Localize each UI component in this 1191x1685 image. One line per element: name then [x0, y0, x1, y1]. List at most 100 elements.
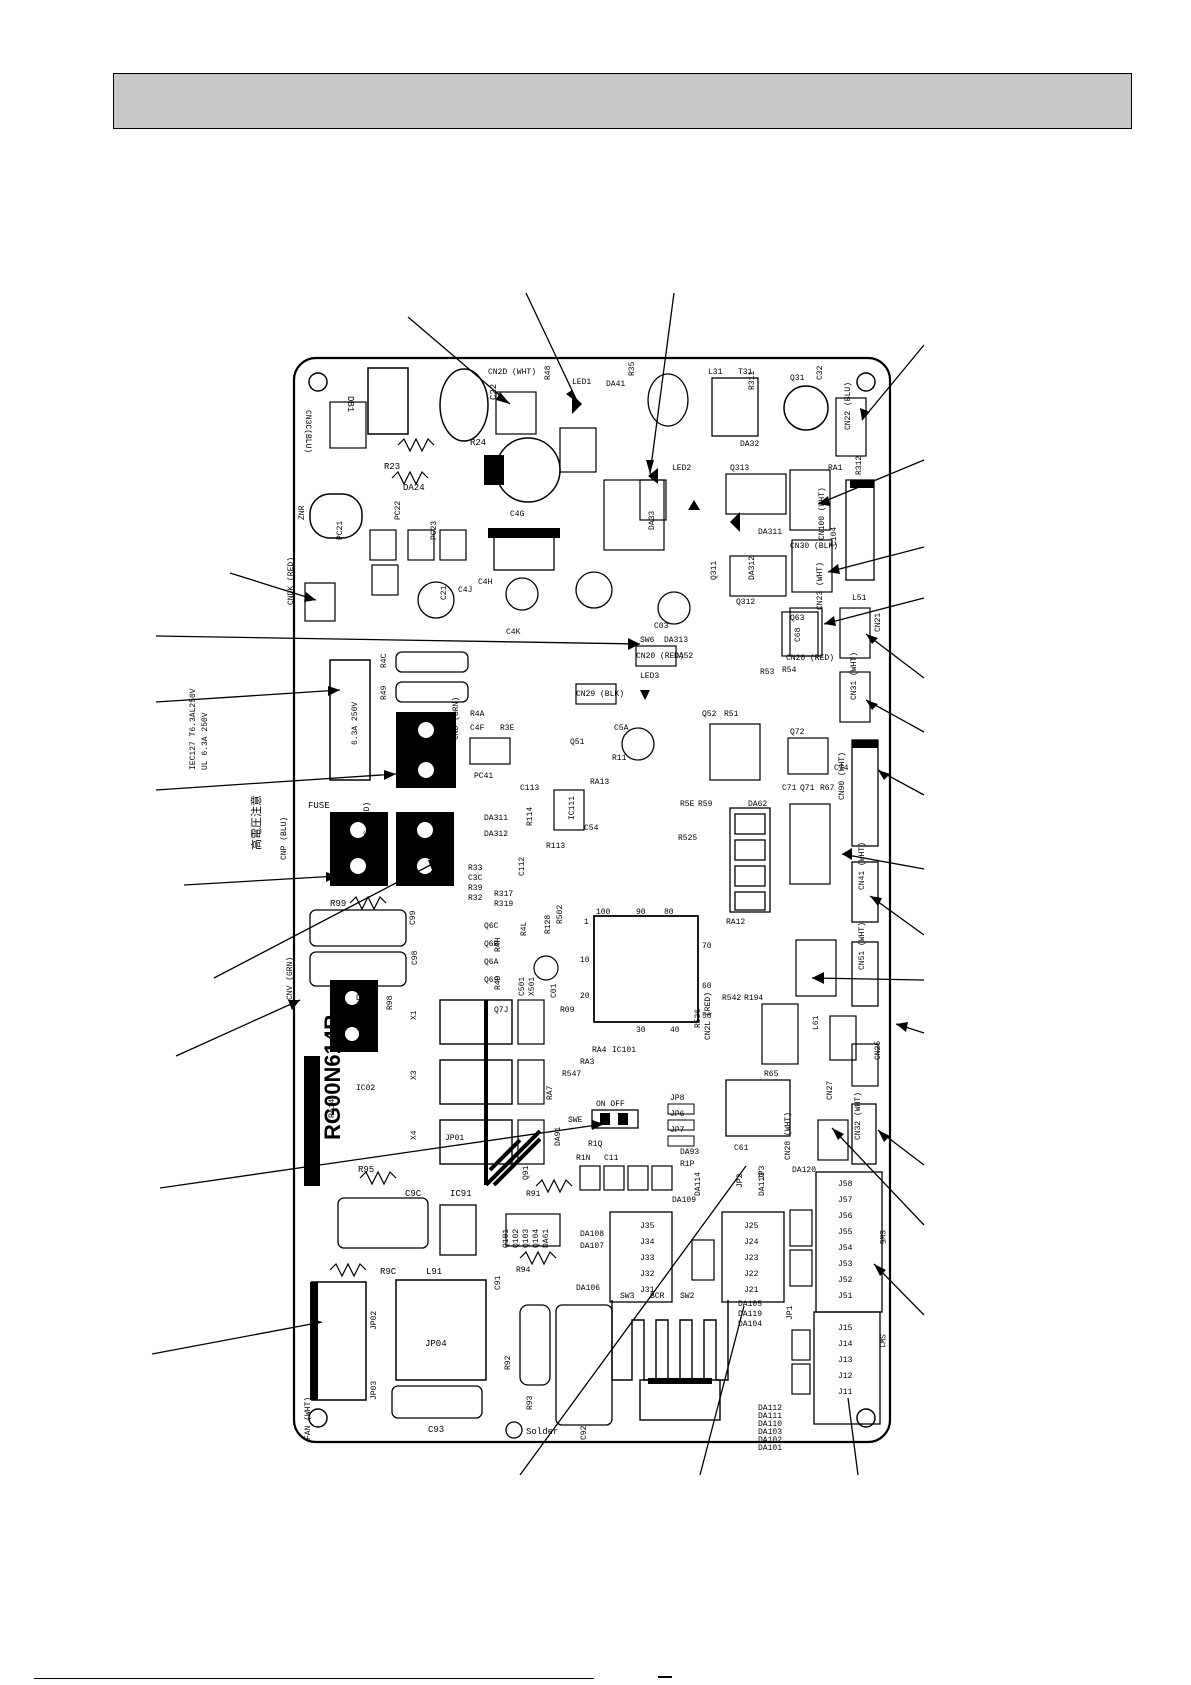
r99-label: R99 [330, 899, 346, 909]
jp01-label: JP01 [445, 1134, 464, 1143]
cn100-label: CN100 (WHT) [818, 487, 827, 540]
sw2-label: SW2 [680, 1292, 695, 1301]
c4k-label: C4K [506, 628, 521, 637]
r95-label: R95 [358, 1165, 374, 1175]
q311-label: Q311 [710, 561, 719, 580]
sw3-label: SW3 [620, 1292, 635, 1301]
swe-on-off: ON OFF [596, 1100, 625, 1109]
chip-pin-90: 90 [636, 908, 646, 917]
sw3-j34: J34 [640, 1238, 655, 1247]
cn3c-label: CN3C(BLU) [303, 410, 312, 453]
da313-label: DA313 [664, 636, 688, 645]
jp8-label: JP8 [670, 1094, 685, 1103]
sw1-diode-da111: DA111 [758, 1412, 782, 1421]
sw6-label: SW6 [640, 636, 655, 645]
swe-switch [591, 1109, 639, 1129]
da311-b-label: DA311 [484, 814, 508, 823]
mount-hole [308, 1408, 328, 1428]
hatch-area [484, 1000, 542, 1187]
c91-label: C91 [494, 1275, 503, 1290]
sw1-j13: J13 [838, 1356, 853, 1365]
da91-label: DA91 [554, 1127, 563, 1146]
sw1-diode-da102: DA102 [758, 1436, 782, 1445]
r536-label: R536 [694, 1009, 703, 1028]
q312-label: Q312 [736, 598, 755, 607]
c112-label: C112 [518, 857, 527, 876]
led3-icon [640, 690, 650, 700]
cn40-connector [789, 803, 831, 885]
board-outline [292, 356, 892, 1444]
relay-x3 [439, 1059, 513, 1105]
r98-label: R98 [386, 995, 395, 1010]
l51-label: L51 [852, 594, 867, 603]
q69-label: Q69 [484, 976, 499, 985]
c501-label: C501 [518, 977, 527, 996]
c4h-label: C4H [478, 578, 493, 587]
ic-marker-q101: Q101 [502, 1229, 511, 1248]
jp2-label: JP2 [736, 1173, 745, 1188]
pc41-label: PC41 [474, 772, 493, 781]
swe-label: SWE [568, 1116, 583, 1125]
r49-label: R49 [380, 685, 389, 700]
c01-label: C01 [550, 983, 559, 998]
cn2l-label: CN2L (RED) [704, 992, 713, 1040]
mount-hole [856, 372, 876, 392]
l61-label: L61 [812, 1015, 821, 1030]
callout-arrowheads [288, 390, 908, 1328]
c9c-label: C9C [405, 1189, 422, 1199]
r114-label: R114 [526, 807, 535, 826]
c21-label: C21 [440, 585, 449, 600]
x3-label: X3 [410, 1070, 419, 1080]
solder-mark: Solder [526, 1427, 558, 1437]
cn2l-connector [761, 1003, 799, 1065]
c93-capacitor [391, 1385, 483, 1419]
c54-label: C54 [584, 824, 599, 833]
c74-label: C74 [834, 764, 849, 773]
sw5-j55: J55 [838, 1228, 853, 1237]
c5a-label: C5A [614, 724, 629, 733]
cn31-label: CN31 (WHT) [850, 652, 859, 700]
ic-marker-da61: DA61 [542, 1229, 551, 1248]
l91-inductor [395, 1279, 487, 1381]
led3-label: LED3 [640, 672, 659, 681]
da114-label: DA114 [694, 1172, 703, 1196]
r4c-label: R4C [380, 653, 389, 668]
r11-label: R11 [612, 754, 627, 763]
sw3-j31: J31 [640, 1286, 655, 1295]
r54-label: R54 [782, 666, 797, 675]
fan-label: FAN (WHT) [304, 1397, 313, 1440]
r317-label: R317 [494, 890, 513, 899]
r319-label: R319 [494, 900, 513, 909]
pc23-label: PC23 [430, 521, 439, 540]
ra14-label: RA14 [328, 1099, 337, 1118]
c99-label: C99 [409, 910, 418, 925]
r23-label: R23 [384, 462, 400, 472]
chip-pin-20: 20 [580, 992, 590, 1001]
cnc-label: CNC (RED) [363, 802, 372, 845]
r65-label: R65 [764, 1070, 779, 1079]
cn20-label: CN20 (RED) [636, 652, 684, 661]
ic91-label: IC91 [450, 1189, 472, 1199]
sw3-j35: J35 [640, 1222, 655, 1231]
da24-label: DA24 [403, 483, 425, 493]
cn25-label: CN25 [874, 1041, 883, 1060]
led1-label: LED1 [572, 378, 591, 387]
sw5-j52: J52 [838, 1276, 853, 1285]
ic111-label: IC111 [568, 796, 577, 820]
sw2-j24: J24 [744, 1238, 759, 1247]
r33-label: R33 [468, 864, 483, 873]
sw1-block [813, 1311, 881, 1425]
cndk-connector [304, 582, 336, 622]
da109-label: DA109 [672, 1196, 696, 1205]
sw5-j56: J56 [838, 1212, 853, 1221]
r94-label: R94 [516, 1266, 531, 1275]
cn21-connector [839, 607, 871, 659]
da33-label: DA33 [648, 511, 657, 530]
fuse-rating-1: IEC127 T6.3AL250V [189, 688, 198, 770]
r59-label: R59 [698, 800, 713, 809]
r35-label: R35 [628, 361, 637, 376]
bottom-rule [34, 1678, 594, 1679]
da41-label: DA41 [606, 380, 625, 389]
mount-hole [856, 1408, 876, 1428]
x501-label: X501 [528, 977, 537, 996]
